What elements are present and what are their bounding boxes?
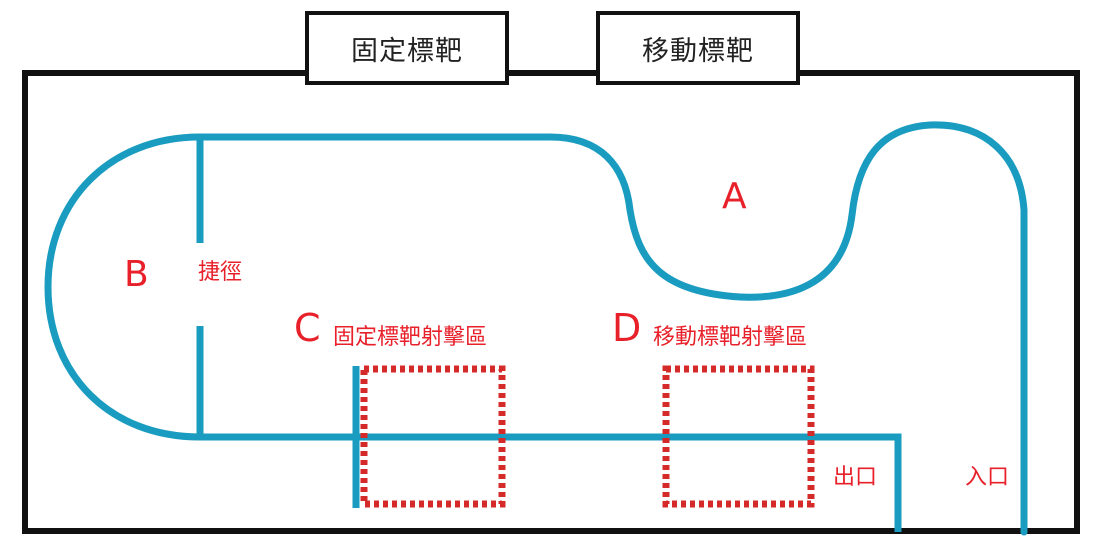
label-d-text: 移動標靶射擊區 [653,325,808,350]
label-c-text: 固定標靶射擊區 [333,325,488,350]
label-c-letter: C [294,306,321,350]
label-d-letter: D [612,306,642,350]
track-loop [196,121,1028,536]
moving-target-header: 移動標靶 [596,11,800,85]
zone-d-box [662,365,815,508]
track-left-curve [44,133,201,441]
zone-c-box [360,365,506,508]
arena-frame [22,70,1080,534]
fixed-target-header: 固定標靶 [305,11,509,85]
label-b: B [124,254,149,295]
label-a: A [722,176,747,217]
label-entrance: 入口 [965,465,1010,490]
track-bottom [200,433,902,532]
label-shortcut: 捷徑 [198,260,243,285]
label-exit: 出口 [833,465,878,490]
